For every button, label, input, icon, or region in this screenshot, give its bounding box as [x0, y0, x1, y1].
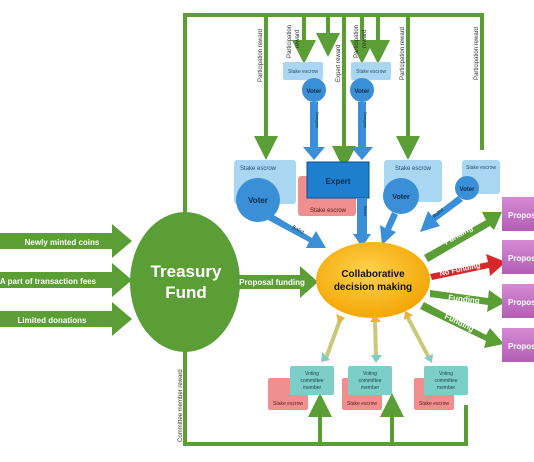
top-reward-loop: [183, 13, 484, 215]
proposal-label-1: Proposal: [508, 211, 534, 220]
stake-escrow-label: Stake escrow: [288, 69, 318, 75]
stake-escrow-label: Stake escrow: [466, 165, 496, 171]
ballot-arrow-far-right: [420, 196, 463, 232]
voter-node-far-right: [455, 176, 479, 200]
voter-label: Voter: [355, 89, 371, 95]
expert-ballot-arrow: [353, 234, 371, 247]
funding-arrow-1: [424, 212, 502, 262]
stake-escrow-box-top-2: [351, 62, 391, 80]
stake-escrow-box-top-1: [283, 62, 323, 80]
stake-escrow-label: Stake escrow: [356, 69, 386, 75]
input-arrows: [0, 224, 132, 336]
voter-node-top-2: [350, 78, 374, 102]
no-funding-label: No Funding: [439, 260, 482, 278]
committee-member-3: Stake escrow Voting committee member: [414, 366, 468, 410]
proposal-funding-arrow: [236, 266, 318, 298]
stake-escrow-label: Stake escrow: [240, 166, 277, 172]
committee-member-2: Stake escrow Voting committee member: [342, 366, 392, 410]
committee-label-c: member: [361, 385, 380, 391]
voter-label: Voter: [460, 187, 476, 193]
participation-reward-label-3a: Participation: [354, 25, 360, 58]
proposal-funding-label: Proposal funding: [239, 278, 305, 287]
funding-arrow-3: [420, 302, 504, 348]
delegate-label-1: Delegate: [315, 112, 320, 129]
proposal-box-1[interactable]: [502, 197, 534, 231]
arrow-newly-minted: [0, 224, 132, 258]
delegate-arrow-1: [303, 147, 325, 160]
decision-label-1: Collaborative: [341, 269, 405, 280]
proposal-label-2: Proposal: [508, 254, 534, 263]
voter-node-right: [383, 178, 419, 214]
committee-label-b: committee: [300, 378, 323, 384]
expert-label: Expert: [326, 177, 351, 186]
ballot-arrow-right: [380, 212, 398, 245]
voter-label: Voter: [248, 196, 268, 205]
stake-escrow-label: Stake escrow: [273, 401, 303, 407]
treasury-label-2: Fund: [165, 283, 207, 302]
input-label-fees: A part of transaction fees: [0, 277, 97, 286]
arrow-donations: [0, 302, 132, 336]
ballot-label-left: Ballot: [291, 224, 305, 235]
delegate-bar-1: [310, 102, 318, 147]
participation-reward-label-3b: reward: [362, 30, 368, 48]
committee-label-b: committee: [434, 378, 457, 384]
committee-label-b: committee: [358, 378, 381, 384]
participation-reward-label-1: Participation reward: [258, 29, 264, 82]
committee-label-c: member: [303, 385, 322, 391]
committee-label-a: Voting: [439, 371, 453, 377]
funding-label-2: Funding: [448, 293, 480, 305]
committee-reward-lines: [183, 350, 468, 446]
voter-label: Voter: [307, 89, 323, 95]
arrow-transaction-fees: [0, 263, 132, 297]
voter-label: Voter: [392, 194, 410, 201]
proposal-box-3[interactable]: [502, 284, 534, 318]
ballot-label-expert: Ballot: [363, 206, 368, 217]
expert-ballot-bar: [357, 198, 367, 234]
expert-reward-label: Expert reward: [336, 45, 342, 82]
decision-label-2: decision making: [334, 282, 412, 293]
participation-reward-label-2b: reward: [295, 30, 301, 48]
no-funding-arrow: [430, 254, 506, 280]
proposal-list: Proposal Proposal Proposal Proposal: [502, 197, 534, 362]
participation-reward-label-2a: Participation: [287, 25, 293, 58]
proposal-box-2[interactable]: [502, 240, 534, 274]
stake-escrow-label: Stake escrow: [395, 166, 432, 172]
stake-escrow-label: Stake escrow: [310, 208, 347, 214]
committee-label-c: member: [437, 385, 456, 391]
treasury-fund-node: [130, 212, 240, 352]
stake-escrow-label: Stake escrow: [347, 401, 377, 407]
decision-making-node: [316, 242, 430, 318]
committee-arrows: [321, 311, 433, 363]
delegate-arrow-2: [351, 147, 373, 160]
expert-node: [306, 161, 370, 199]
ballot-arrow-left: [268, 214, 326, 248]
stake-escrow-label: Stake escrow: [419, 401, 449, 407]
delegate-label-2: Delegate: [363, 112, 368, 129]
treasury-label-1: Treasury: [151, 262, 222, 281]
participation-reward-label-4: Participation reward: [400, 27, 406, 80]
delegate-bar-2: [358, 102, 366, 147]
committee-reward-label: Committee member reward: [178, 369, 184, 442]
input-label-donations: Limited donations: [18, 316, 87, 325]
committee-label-a: Voting: [363, 371, 377, 377]
voter-node-left: [236, 178, 280, 222]
committee-label-a: Voting: [305, 371, 319, 377]
participation-reward-lines: [183, 13, 484, 215]
input-label-minted: Newly minted coins: [25, 238, 100, 247]
proposal-label-4: Proposal: [508, 342, 534, 351]
funding-label-3: Funding: [443, 312, 475, 334]
participation-reward-label-5: Participation reward: [474, 27, 480, 80]
voter-node-top-1: [302, 78, 326, 102]
proposal-box-4[interactable]: [502, 328, 534, 362]
funding-arrow-2: [430, 290, 506, 312]
committee-member-1: Stake escrow Voting committee member: [268, 366, 334, 410]
proposal-label-3: Proposal: [508, 298, 534, 307]
